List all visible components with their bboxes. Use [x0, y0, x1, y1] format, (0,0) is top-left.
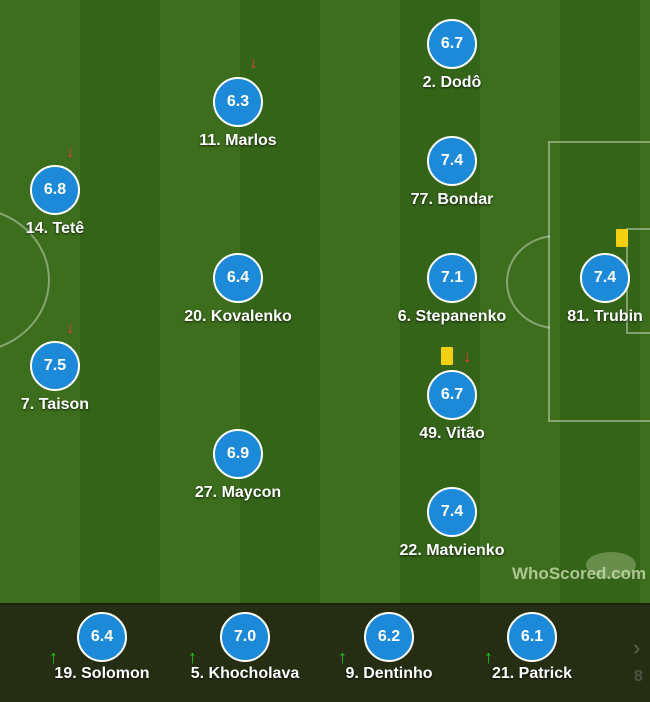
player-rating: 6.2 [364, 612, 414, 662]
player-number: 20. [184, 308, 207, 325]
player-name: Kovalenko [210, 308, 292, 325]
whoscored-logo-icon [586, 552, 636, 578]
subbed-off-arrow-icon: ↓ [66, 318, 75, 337]
player-number: 27. [194, 484, 218, 501]
player-name-label: 81. Trubin [495, 308, 650, 326]
player-name: Marlos [225, 132, 277, 149]
player-name: Vitão [445, 425, 485, 442]
player-name-label: 9. Dentinho [279, 665, 499, 683]
player-name: Dodô [440, 74, 482, 91]
player-number: 2. [422, 74, 436, 91]
player-number: 11. [199, 132, 221, 149]
subbed-on-arrow-icon: ↑ [338, 647, 347, 667]
player-name-label: 22. Matvienko [342, 542, 562, 560]
player-rating: 6.9 [213, 429, 263, 479]
player-name-label: 49. Vitão [342, 425, 562, 443]
player-rating: 7.5 [30, 341, 80, 391]
player-rating: 6.1 [507, 612, 557, 662]
watermark: WhoScored.com [512, 564, 647, 583]
player-name: Tetê [52, 220, 85, 237]
player-name-label: 27. Maycon [128, 484, 348, 502]
player-name: Dentinho [363, 665, 433, 682]
player-number: 49. [419, 425, 442, 442]
subbed-on-arrow-icon: ↑ [49, 647, 58, 667]
player-name: Matvienko [426, 542, 505, 559]
player-rating: 7.0 [220, 612, 270, 662]
subbed-off-arrow-icon: ↓ [249, 53, 258, 72]
player-number: 77. [410, 191, 433, 208]
subbed-on-arrow-icon: ↑ [188, 647, 197, 667]
player-number: 5. [190, 665, 205, 682]
player-name-label: 21. Patrick [422, 665, 642, 683]
player-name: Maycon [221, 484, 282, 501]
player-name-label: 20. Kovalenko [128, 308, 348, 326]
subbed-off-arrow-icon: ↓ [66, 142, 75, 161]
subbed-on-arrow-icon: ↑ [484, 647, 493, 667]
player-number: 14. [25, 220, 49, 237]
yellow-card-icon [441, 347, 453, 365]
chevron-right-icon[interactable]: › [633, 635, 641, 660]
bench-partial-label: 8 [634, 668, 643, 685]
player-number: 22. [399, 542, 422, 559]
player-rating: 6.7 [427, 370, 477, 420]
pitch: 6.7 2. Dodô ↓ 6.3 11. Marlos 7.4 77. Bon… [0, 0, 650, 603]
player-name: Stepanenko [415, 308, 507, 325]
player-rating: 7.1 [427, 253, 477, 303]
player-rating: 6.7 [427, 19, 477, 69]
subbed-off-arrow-icon: ↓ [463, 347, 472, 366]
player-name-label: 19. Solomon [0, 665, 212, 683]
player-rating: 7.4 [427, 487, 477, 537]
player-rating: 6.8 [30, 165, 80, 215]
player-number: 81. [567, 308, 590, 325]
player-name: Trubin [593, 308, 643, 325]
player-name: Patrick [518, 665, 573, 682]
player-name: Bondar [437, 191, 494, 208]
player-name-label: 11. Marlos [128, 132, 348, 150]
player-name-label: 2. Dodô [342, 74, 562, 92]
player-rating: 7.4 [427, 136, 477, 186]
player-name: Solomon [81, 665, 150, 682]
player-rating: 7.4 [580, 253, 630, 303]
player-name-label: 6. Stepanenko [342, 308, 562, 326]
player-rating: 6.4 [77, 612, 127, 662]
player-rating: 6.3 [213, 77, 263, 127]
player-number: 21. [491, 665, 515, 682]
player-number: 7. [20, 396, 35, 413]
player-name-label: 7. Taison [0, 396, 165, 414]
player-number: 9. [345, 665, 359, 682]
player-name-label: 5. Khocholava [135, 665, 355, 683]
player-name: Taison [38, 396, 90, 413]
player-number: 19. [54, 665, 77, 682]
player-name: Khocholava [208, 665, 300, 682]
player-number: 6. [397, 308, 412, 325]
player-rating: 6.4 [213, 253, 263, 303]
player-name-label: 77. Bondar [342, 191, 562, 209]
yellow-card-icon [616, 229, 628, 247]
player-name-label: 14. Tetê [0, 220, 165, 238]
